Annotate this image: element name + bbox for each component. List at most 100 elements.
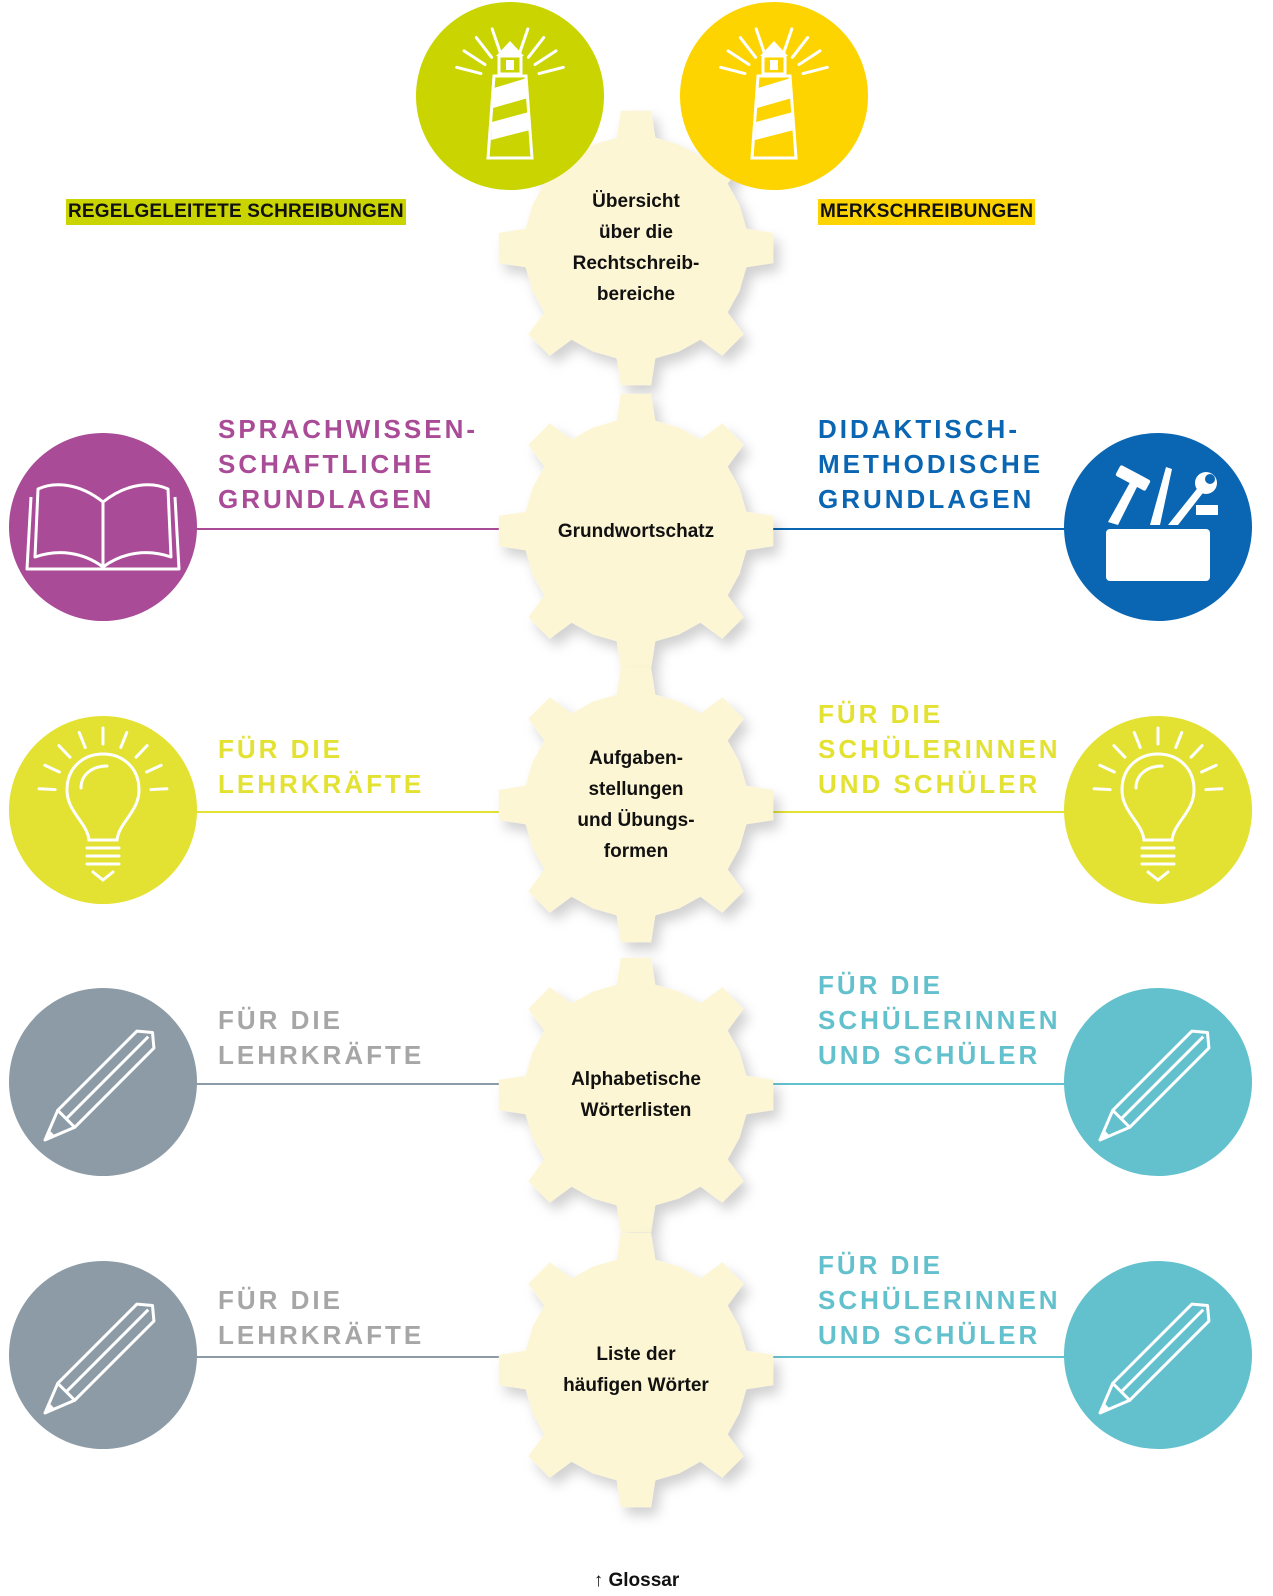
icon-circle: [9, 716, 197, 904]
pencil-shape: [43, 1029, 156, 1142]
label-line: FÜR DIE: [218, 1285, 343, 1315]
pencil-body: [1111, 1029, 1211, 1129]
pencil-shape: [1098, 1029, 1211, 1142]
lighthouse-roof: [496, 41, 524, 56]
lighthouse-roof: [760, 41, 788, 56]
lighthouse-lantern: [761, 54, 787, 76]
hammer-head: [1115, 465, 1151, 491]
label-line: FÜR DIE: [818, 699, 943, 729]
lighthouse-icon: [680, 2, 868, 190]
ray: [726, 49, 751, 67]
glossar-link[interactable]: ↑ Glossar: [593, 1570, 680, 1591]
label-line: SPRACHWISSEN-: [218, 414, 479, 444]
bulb-highlight: [1134, 764, 1164, 790]
label-line: Liste der: [596, 1344, 676, 1365]
lightbulb-icon: [9, 716, 197, 904]
pencil-body: [56, 1029, 156, 1129]
label-line: bereiche: [596, 284, 676, 305]
ray: [526, 36, 546, 59]
lighthouse-icon: [416, 2, 604, 190]
lighthouse-tower: [486, 74, 534, 160]
label-line: METHODISCHE: [818, 449, 1044, 479]
pencil-body: [56, 1302, 156, 1402]
bulb-ray: [57, 744, 72, 759]
toolbox-icon: [1064, 433, 1252, 621]
book-right-page: [101, 483, 173, 569]
label-line: FÜR DIE: [818, 1250, 943, 1280]
bulb-ray: [43, 763, 61, 774]
pencil-lead: [45, 1403, 55, 1413]
pencil-icon: [1064, 988, 1252, 1176]
label-line: FÜR DIE: [218, 1005, 343, 1035]
bulb-tip: [1146, 870, 1170, 882]
bulb-tip: [91, 870, 115, 882]
label-line: LEHRKRÄFTE: [218, 1320, 425, 1350]
gear-label[interactable]: Liste der häufigen Wörter: [526, 1339, 746, 1401]
pencil-tip: [43, 1382, 76, 1415]
ray: [462, 49, 487, 67]
ray: [518, 27, 530, 55]
label-line: Aufgaben-: [589, 748, 683, 769]
pencil-lead: [45, 1130, 55, 1140]
lighthouse-light: [506, 60, 514, 70]
label-line: GRUNDLAGEN: [818, 484, 1035, 514]
lightbulb-icon: [1064, 716, 1252, 904]
ray: [801, 65, 829, 76]
pencil-line: [1120, 1308, 1205, 1393]
merkschreibungen-tag: MERKSCHREIBUNGEN: [818, 199, 1036, 225]
wrench-handle: [1168, 485, 1206, 525]
pencil-shape: [1098, 1302, 1211, 1415]
bulb-ray: [1204, 787, 1224, 792]
bulb-glass: [65, 752, 141, 842]
book-cover: [25, 496, 181, 571]
bulb-ray: [145, 763, 163, 774]
pencil-lead: [1100, 1403, 1110, 1413]
label-line: UND SCHÜLER: [818, 769, 1041, 799]
ray: [719, 65, 747, 76]
label-line: LEHRKRÄFTE: [218, 769, 425, 799]
bulb-ray: [134, 744, 149, 759]
pencil-shape: [43, 1302, 156, 1415]
label-line: LEHRKRÄFTE: [218, 1040, 425, 1070]
pencil-icon: [1064, 1261, 1252, 1449]
pencil-line: [65, 1308, 150, 1393]
label-line: DIDAKTISCH-: [818, 414, 1020, 444]
hammer-handle: [1108, 477, 1140, 525]
left-heading[interactable]: FÜR DIE LEHRKRÄFTE: [218, 1003, 424, 1073]
label-line: SCHÜLERINNEN: [818, 1285, 1061, 1315]
ray: [782, 27, 794, 55]
label-line: häufigen Wörter: [563, 1375, 709, 1396]
gear-shape: [498, 667, 774, 943]
bulb-ray: [37, 787, 57, 792]
regelgeleitete-tag: REGELGELEITETE SCHREIBUNGEN: [66, 199, 406, 225]
label-line: und Übungs-: [577, 810, 695, 831]
ray: [738, 36, 758, 59]
pencil-icon: [9, 988, 197, 1176]
ray: [797, 49, 822, 67]
label-line: SCHAFTLICHE: [218, 449, 435, 479]
gear-label[interactable]: Grundwortschatz: [526, 516, 746, 547]
pencil-icon: [9, 1261, 197, 1449]
left-heading[interactable]: FÜR DIE LEHRKRÄFTE: [218, 1283, 424, 1353]
bulb-highlight: [79, 764, 109, 790]
bulb-ray: [1112, 744, 1127, 759]
right-heading[interactable]: DIDAKTISCH- METHODISCHE GRUNDLAGEN: [818, 412, 1043, 517]
ray: [474, 36, 494, 59]
pencil-tip: [43, 1109, 76, 1142]
label-line: Übersicht: [592, 191, 680, 212]
pencil-line: [65, 1035, 150, 1120]
label-line: UND SCHÜLER: [818, 1040, 1041, 1070]
label-line: formen: [603, 841, 669, 862]
book-left-page: [33, 483, 105, 569]
lighthouse-lantern: [497, 54, 523, 76]
